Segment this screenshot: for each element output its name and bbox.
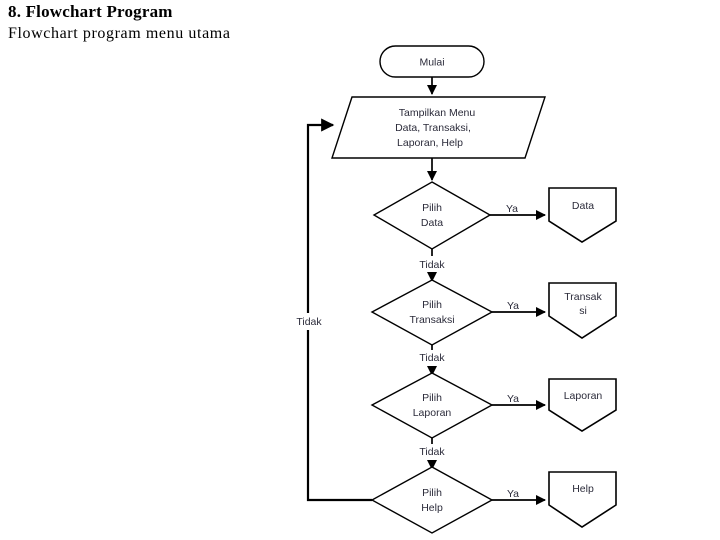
node-connector-data-label: Data — [572, 200, 594, 212]
node-pilih-transaksi-line1: Pilih — [422, 299, 442, 311]
edge-label-tidak-2: Tidak — [419, 352, 445, 364]
node-pilih-transaksi[interactable]: Pilih Transaksi — [370, 279, 494, 346]
page-subtitle: Flowchart program menu utama — [8, 25, 231, 42]
edge-label-ya-4: Ya — [507, 488, 519, 500]
node-connector-help[interactable]: Help — [548, 471, 617, 528]
node-pilih-help[interactable]: Pilih Help — [370, 466, 494, 534]
page-title: 8. Flowchart Program — [8, 2, 173, 21]
edge-label-ya-3: Ya — [507, 393, 519, 405]
edge-label-tidak-3: Tidak — [419, 446, 445, 458]
node-connector-laporan-label: Laporan — [564, 390, 603, 402]
node-connector-transaksi-line1: Transak — [564, 291, 602, 303]
node-pilih-transaksi-line2: Transaksi — [409, 314, 454, 326]
heading-block: 8. Flowchart Program Flowchart program m… — [8, 2, 428, 44]
node-start-label: Mulai — [419, 56, 444, 68]
node-pilih-laporan-line2: Laporan — [413, 407, 452, 419]
loop-label-backdrop — [290, 313, 328, 330]
edge-label-tidak-loop: Tidak — [296, 316, 322, 328]
node-connector-transaksi[interactable]: Transak si — [548, 282, 617, 339]
node-show-menu-line3: Laporan, Help — [397, 137, 463, 149]
edge-label-ya-1: Ya — [506, 203, 518, 215]
node-show-menu[interactable]: Tampilkan Menu Data, Transaksi, Laporan,… — [331, 96, 546, 159]
node-connector-help-label: Help — [572, 483, 594, 495]
node-connector-laporan[interactable]: Laporan — [548, 378, 617, 432]
node-pilih-help-line2: Help — [421, 502, 443, 514]
node-connector-transaksi-line2: si — [579, 305, 587, 317]
node-pilih-laporan-line1: Pilih — [422, 392, 442, 404]
node-connector-data[interactable]: Data — [548, 187, 617, 243]
edge-label-ya-2: Ya — [507, 300, 519, 312]
node-pilih-data-line2: Data — [421, 217, 443, 229]
node-pilih-data[interactable]: Pilih Data — [372, 181, 492, 250]
node-pilih-data-line1: Pilih — [422, 202, 442, 214]
node-pilih-help-line1: Pilih — [422, 487, 442, 499]
node-show-menu-line1: Tampilkan Menu — [399, 107, 476, 119]
edge-label-tidak-1: Tidak — [419, 259, 445, 271]
node-show-menu-line2: Data, Transaksi, — [395, 122, 471, 134]
node-start[interactable]: Mulai — [379, 45, 485, 78]
edge-loop-tidak — [306, 118, 372, 502]
node-pilih-laporan[interactable]: Pilih Laporan — [370, 372, 494, 439]
